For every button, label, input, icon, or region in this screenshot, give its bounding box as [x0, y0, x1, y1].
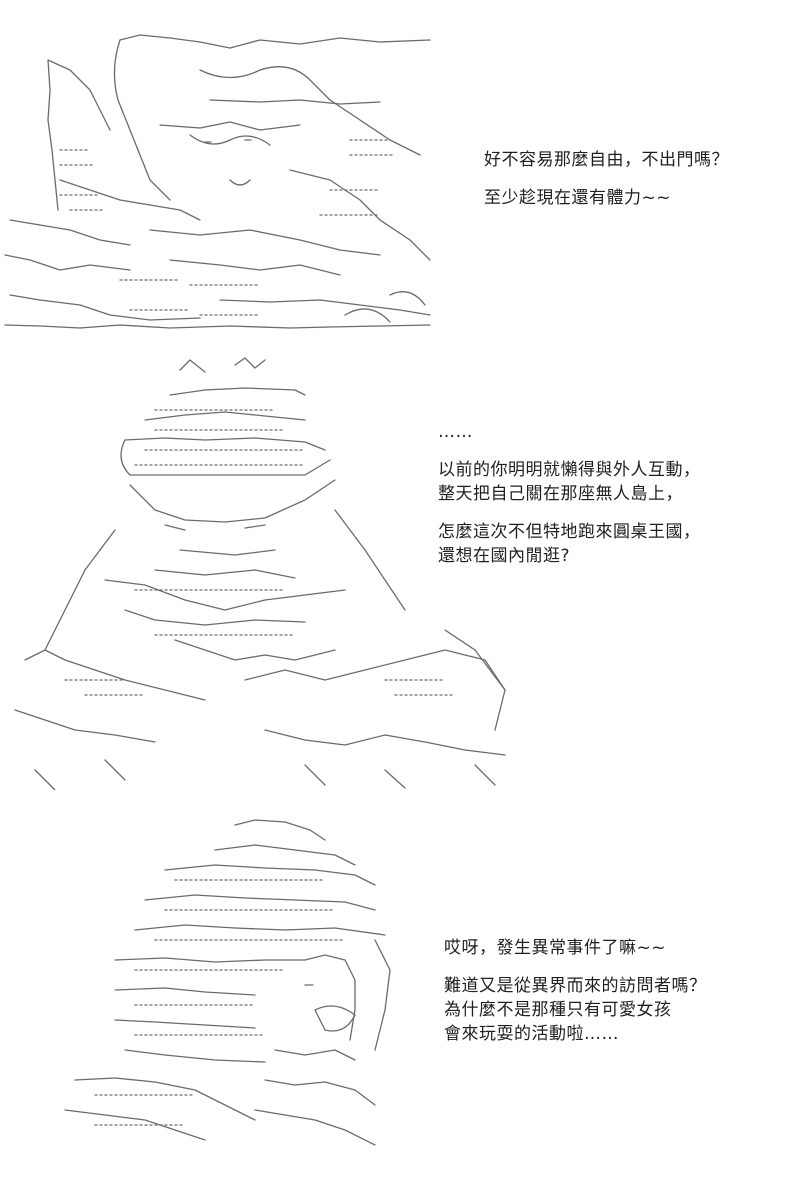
panel-2-dialogue: …… 以前的你明明就懶得與外人互動， 整天把自己關在那座無人島上， 怎麼這次不但…	[438, 420, 701, 568]
panel-1-dialogue: 好不容易那麼自由，不出門嗎？ 至少趁現在還有體力~~	[484, 148, 729, 210]
dialogue-line: 難道又是從異界而來的訪問者嗎？	[444, 976, 707, 996]
dialogue-line: 整天把自己關在那座無人島上，	[438, 484, 683, 504]
dialogue-line: 怎麼這次不但特地跑來圓桌王國，	[438, 522, 701, 542]
dialogue-line: 會來玩耍的活動啦……	[444, 1024, 619, 1044]
panel-3: 哎呀，發生異常事件了嘛~~ 難道又是從異界而來的訪問者嗎？ 為什麼不是那種只有可…	[0, 800, 800, 1200]
panel-3-dialogue: 哎呀，發生異常事件了嘛~~ 難道又是從異界而來的訪問者嗎？ 為什麼不是那種只有可…	[444, 936, 707, 1046]
dialogue-line: 為什麼不是那種只有可愛女孩	[444, 1000, 672, 1020]
dialogue-ellipsis: ……	[438, 422, 473, 442]
dialogue-line: 至少趁現在還有體力~~	[484, 188, 671, 208]
dialogue-line: 哎呀，發生異常事件了嘛~~	[444, 938, 666, 958]
panel-2: …… 以前的你明明就懶得與外人互動， 整天把自己關在那座無人島上， 怎麼這次不但…	[0, 340, 800, 800]
kneeling-figure-ascii-art	[4, 34, 431, 329]
panel-1: 好不容易那麼自由，不出門嗎？ 至少趁現在還有體力~~	[0, 0, 800, 340]
dialogue-line: 還想在國內閒逛?	[438, 546, 571, 566]
dialogue-line: 好不容易那麼自由，不出門嗎？	[484, 150, 729, 170]
capped-figure-ascii-art	[14, 357, 506, 790]
long-haired-figure-ascii-art	[64, 819, 391, 1146]
dialogue-line: 以前的你明明就懶得與外人互動，	[438, 460, 701, 480]
